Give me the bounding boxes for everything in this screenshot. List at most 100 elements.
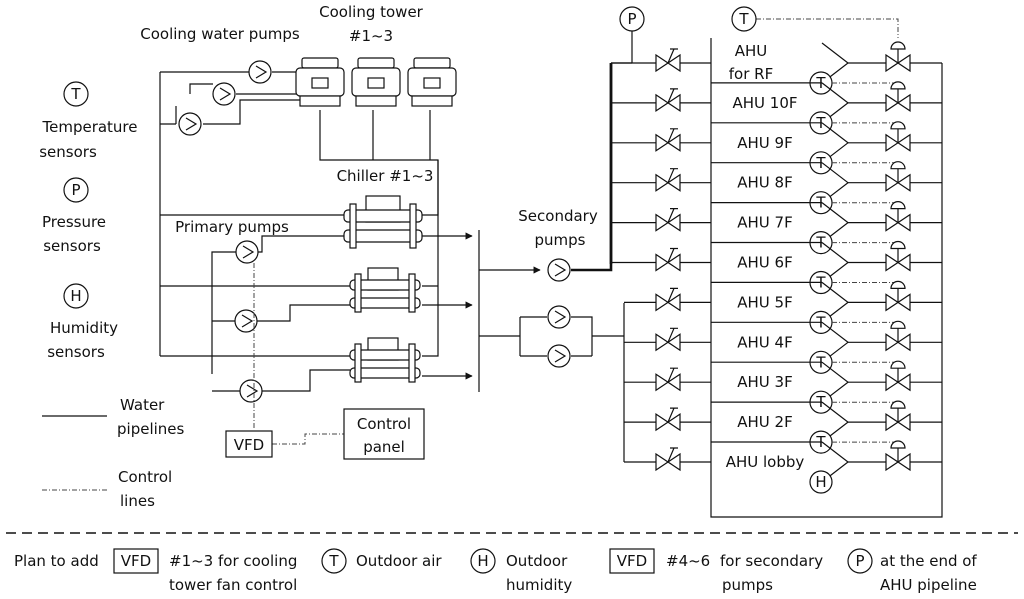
legend-water-pipelines: Water pipelines — [42, 396, 185, 438]
primary-chilled-water-piping — [211, 230, 541, 392]
cooling-tower-2-icon — [351, 57, 401, 107]
legend-symbol-h: H — [70, 287, 81, 305]
cooling-towers — [295, 57, 457, 107]
primary-pumps — [234, 240, 263, 403]
ahu-label: AHU — [735, 42, 768, 60]
ahu-label: AHU 4F — [737, 333, 792, 351]
ahu-row: AHU 8FT — [611, 161, 942, 215]
legend-control-lines: Control lines — [42, 468, 172, 510]
vfd-box — [113, 548, 159, 574]
secondary-pumps: Secondary pumps — [518, 63, 624, 368]
motorized-valve-icon — [885, 201, 911, 232]
motorized-valve-icon — [885, 320, 911, 352]
control-valve-icon — [655, 367, 681, 392]
legend-pressure: P Pressure sensors — [42, 177, 106, 255]
control-valve-icon — [655, 447, 681, 472]
control-valve-icon — [655, 48, 681, 73]
legend-symbol-p: P — [71, 181, 80, 199]
plan-outdoor-humidity: humidity — [506, 576, 572, 594]
control-valve-icon — [655, 327, 681, 352]
plan-vfd-desc: tower fan control — [169, 576, 297, 594]
top-sensors: P T — [619, 6, 899, 63]
control-valve-icon — [655, 247, 681, 272]
legend-label: sensors — [39, 143, 97, 161]
control-valve-icon — [655, 88, 681, 113]
control-valve-icon — [655, 407, 681, 432]
vfd-box — [225, 430, 273, 458]
plan-vfd-desc: #1~3 for cooling — [169, 552, 297, 570]
legend-label: pipelines — [117, 420, 185, 438]
plan-vfd-desc: #4~6 — [666, 552, 710, 570]
humidity-sensor-icon — [470, 548, 496, 574]
pressure-sensor-icon — [619, 6, 645, 32]
legend-label: sensors — [47, 343, 105, 361]
chiller-2-icon — [349, 267, 421, 313]
secondary-pumps-label: pumps — [535, 231, 586, 249]
humidity-sensor-icon — [809, 470, 833, 494]
legend-label: sensors — [43, 237, 101, 255]
cooling-tower-3-icon — [407, 57, 457, 107]
plan-sensor-letter: P — [855, 552, 864, 570]
sensor-letter: H — [815, 473, 826, 491]
chillers — [343, 195, 423, 383]
ahu-row: AHU 6FT — [611, 240, 942, 295]
legend-label: Humidity — [50, 319, 118, 337]
ahu-label: AHU 3F — [737, 373, 792, 391]
ahu-label: AHU 6F — [737, 254, 792, 272]
condenser-water-piping — [159, 71, 439, 357]
legend-symbol-t: T — [70, 85, 81, 103]
ahu-label: AHU 10F — [732, 94, 797, 112]
temperature-sensor-icon — [731, 6, 757, 32]
plan-intro-label: Plan to add — [14, 552, 99, 570]
temperature-sensor-icon — [63, 81, 89, 107]
cooling-water-pump-icon — [212, 82, 236, 106]
control-valve-icon — [655, 128, 681, 152]
cooling-water-pump-icon — [178, 112, 202, 136]
ahu-label: for RF — [729, 65, 773, 83]
plan-outdoor-air: Outdoor air — [356, 552, 442, 570]
motorized-valve-icon — [885, 41, 911, 73]
plan-vfd-label: VFD — [617, 552, 647, 570]
control-panel-box — [343, 408, 425, 460]
motorized-valve-icon — [885, 240, 911, 272]
chiller-1-icon — [343, 195, 423, 249]
control-equipment: VFD Control panel — [225, 263, 425, 460]
legend-label: Temperature — [41, 118, 137, 136]
ahu-label: AHU 7F — [737, 214, 792, 232]
plan-p-desc: AHU pipeline — [880, 576, 977, 594]
cooling-tower-1-icon — [295, 57, 345, 107]
chiller-3-icon — [349, 337, 421, 383]
legend: T Temperature sensors P Pressure sensors… — [39, 81, 185, 510]
cooling-water-pumps-label: Cooling water pumps — [140, 25, 300, 43]
ahu-row: AHU 2FT — [624, 400, 942, 454]
motorized-valve-icon — [885, 360, 911, 392]
plan-sensor-letter: H — [477, 552, 488, 570]
motorized-valve-icon — [885, 161, 911, 192]
temperature-sensor-icon — [321, 548, 347, 574]
primary-pump-icon — [239, 379, 263, 403]
control-valve-icon — [655, 287, 681, 312]
legend-temperature: T Temperature sensors — [39, 81, 138, 161]
legend-label: Water — [120, 396, 165, 414]
plan-vfd-desc: pumps — [722, 576, 773, 594]
chiller-label: Chiller #1~3 — [337, 167, 434, 185]
plan-p-desc: at the end of — [880, 552, 977, 570]
cooling-water-pump-icon — [248, 60, 272, 84]
motorized-valve-icon — [885, 440, 911, 472]
secondary-pump-icon — [547, 305, 571, 329]
motorized-valve-icon — [885, 400, 911, 432]
ahu-label: AHU 2F — [737, 413, 792, 431]
sensor-letter: P — [627, 10, 636, 28]
control-panel-label: Control — [357, 415, 411, 433]
cooling-water-pumps — [178, 60, 272, 136]
secondary-pump-icon — [547, 258, 571, 282]
vfd-box — [609, 548, 655, 574]
cooling-tower-label: Cooling tower — [319, 3, 424, 21]
plan-sensor-letter: T — [328, 552, 339, 570]
ahu-label: AHU 9F — [737, 134, 792, 152]
pressure-sensor-icon — [63, 177, 89, 203]
